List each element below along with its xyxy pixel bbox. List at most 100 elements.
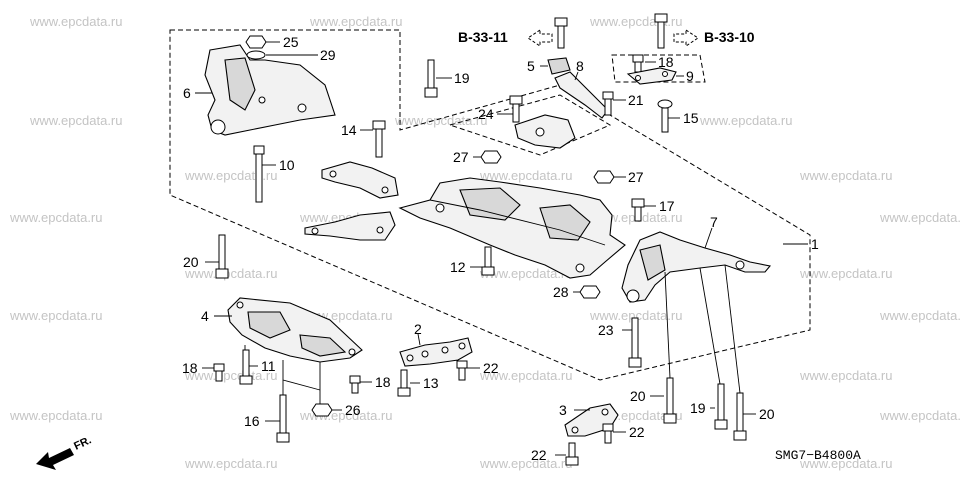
reference-left-label: B-33-11 xyxy=(458,29,508,45)
callout-22-right: 22 xyxy=(629,424,645,440)
nut-27-right xyxy=(593,170,615,184)
bracket-9 xyxy=(626,67,677,85)
bolt-17 xyxy=(631,198,645,222)
watermark: www.epcdata.ru xyxy=(879,408,960,423)
watermark-layer: www.epcdata.ru www.epcdata.ru www.epcdat… xyxy=(9,14,960,471)
bolt-20-middle xyxy=(663,377,677,424)
watermark: www.epcdata.ru xyxy=(309,14,403,29)
bolt-21 xyxy=(602,91,614,116)
bolt-13 xyxy=(397,369,411,397)
callout-17: 17 xyxy=(659,198,675,214)
reference-left[interactable]: B-33-11 xyxy=(458,29,553,47)
callout-23: 23 xyxy=(598,322,614,338)
part-6-mount-bracket xyxy=(204,44,336,136)
front-arrow-icon xyxy=(36,448,74,470)
watermark: www.epcdata.ru xyxy=(799,368,893,383)
front-label: FR. xyxy=(72,434,93,452)
bolt-18-upper xyxy=(632,54,644,73)
stiffener-upper xyxy=(321,161,399,199)
bolt-14 xyxy=(372,120,386,158)
washer-29 xyxy=(246,50,266,60)
bolt-16 xyxy=(276,394,290,443)
bolt-24 xyxy=(509,95,523,123)
watermark: www.epcdata.ru xyxy=(394,113,488,128)
bracket-frame xyxy=(611,54,706,83)
watermark: www.epcdata.ru xyxy=(184,456,278,471)
nut-25 xyxy=(245,35,267,49)
callout-26: 26 xyxy=(345,402,361,418)
watermark: www.epcdata.ru xyxy=(799,168,893,183)
bolt-11 xyxy=(239,349,253,385)
callout-8: 8 xyxy=(576,58,584,74)
bolt-19-lower xyxy=(714,383,728,430)
callouts: 25 29 6 19 14 10 20 24 27 5 8 21 18 9 15… xyxy=(182,34,819,463)
assembly-frame-inner xyxy=(448,94,612,156)
arrow-left-icon xyxy=(527,29,553,47)
callout-14: 14 xyxy=(341,122,357,138)
callout-3: 3 xyxy=(559,402,567,418)
callout-15: 15 xyxy=(683,110,699,126)
watermark: www.epcdata.ru xyxy=(799,266,893,281)
nut-27-left xyxy=(480,150,502,164)
nut-26 xyxy=(311,403,333,417)
watermark: www.epcdata.ru xyxy=(184,368,278,383)
callout-9: 9 xyxy=(686,68,694,84)
bolt-22-right xyxy=(602,423,614,444)
watermark: www.epcdata.ru xyxy=(699,113,793,128)
part-4-cover-plate xyxy=(227,297,363,363)
bolt-18-left xyxy=(213,363,225,382)
part-7-mount-bracket xyxy=(621,231,772,303)
callout-11: 11 xyxy=(261,358,276,374)
bolt-upper-b3310 xyxy=(654,13,668,49)
watermark: www.epcdata.ru xyxy=(879,210,960,225)
bolt-22-middle xyxy=(456,360,468,381)
reference-right[interactable]: B-33-10 xyxy=(673,29,755,47)
watermark: www.epcdata.ru xyxy=(479,456,573,471)
bolt-18-middle xyxy=(349,375,361,394)
arrow-right-icon xyxy=(673,29,699,47)
bolt-upper-b3311 xyxy=(554,17,568,49)
reference-right-label: B-33-10 xyxy=(704,29,755,45)
callout-22-bottom: 22 xyxy=(531,447,547,463)
callout-20-left: 20 xyxy=(183,254,199,270)
callout-24: 24 xyxy=(478,106,494,122)
callout-5: 5 xyxy=(527,58,535,74)
bolt-15 xyxy=(657,99,673,133)
bolt-23 xyxy=(628,317,642,368)
bolt-22-bottom xyxy=(565,442,579,466)
callout-19-lower: 19 xyxy=(690,400,706,416)
callout-12: 12 xyxy=(450,259,466,275)
part-2-bracket xyxy=(399,337,473,367)
callout-18-upper: 18 xyxy=(658,54,674,70)
callout-1: 1 xyxy=(811,236,819,252)
part-1-subframe xyxy=(398,177,626,279)
watermark: www.epcdata.ru xyxy=(184,266,278,281)
watermark: www.epcdata.ru xyxy=(479,168,573,183)
callout-20-right: 20 xyxy=(759,406,775,422)
watermark: www.epcdata.ru xyxy=(29,113,123,128)
diagram-code: SMG7−B4800A xyxy=(775,448,861,463)
watermark: www.epcdata.ru xyxy=(29,14,123,29)
watermark: www.epcdata.ru xyxy=(184,168,278,183)
bolt-10 xyxy=(253,145,265,203)
callout-4: 4 xyxy=(201,308,209,324)
callout-22-middle: 22 xyxy=(483,360,499,376)
watermark: www.epcdata.ru xyxy=(589,308,683,323)
callout-16: 16 xyxy=(244,413,260,429)
watermark: www.epcdata.ru xyxy=(879,308,960,323)
leader-lines xyxy=(195,41,808,456)
bolt-12 xyxy=(481,246,495,276)
callout-13: 13 xyxy=(423,375,439,391)
bolt-20-right xyxy=(733,392,747,441)
callout-29: 29 xyxy=(320,47,336,63)
callout-6: 6 xyxy=(183,85,191,101)
nut-28 xyxy=(579,285,601,299)
callout-20-middle: 20 xyxy=(630,388,646,404)
watermark: www.epcdata.ru xyxy=(479,368,573,383)
watermark: www.epcdata.ru xyxy=(479,266,573,281)
bolt-19-upper xyxy=(424,59,438,98)
callout-10: 10 xyxy=(279,157,295,173)
callout-27-right: 27 xyxy=(628,169,644,185)
callout-19-upper: 19 xyxy=(454,70,470,86)
